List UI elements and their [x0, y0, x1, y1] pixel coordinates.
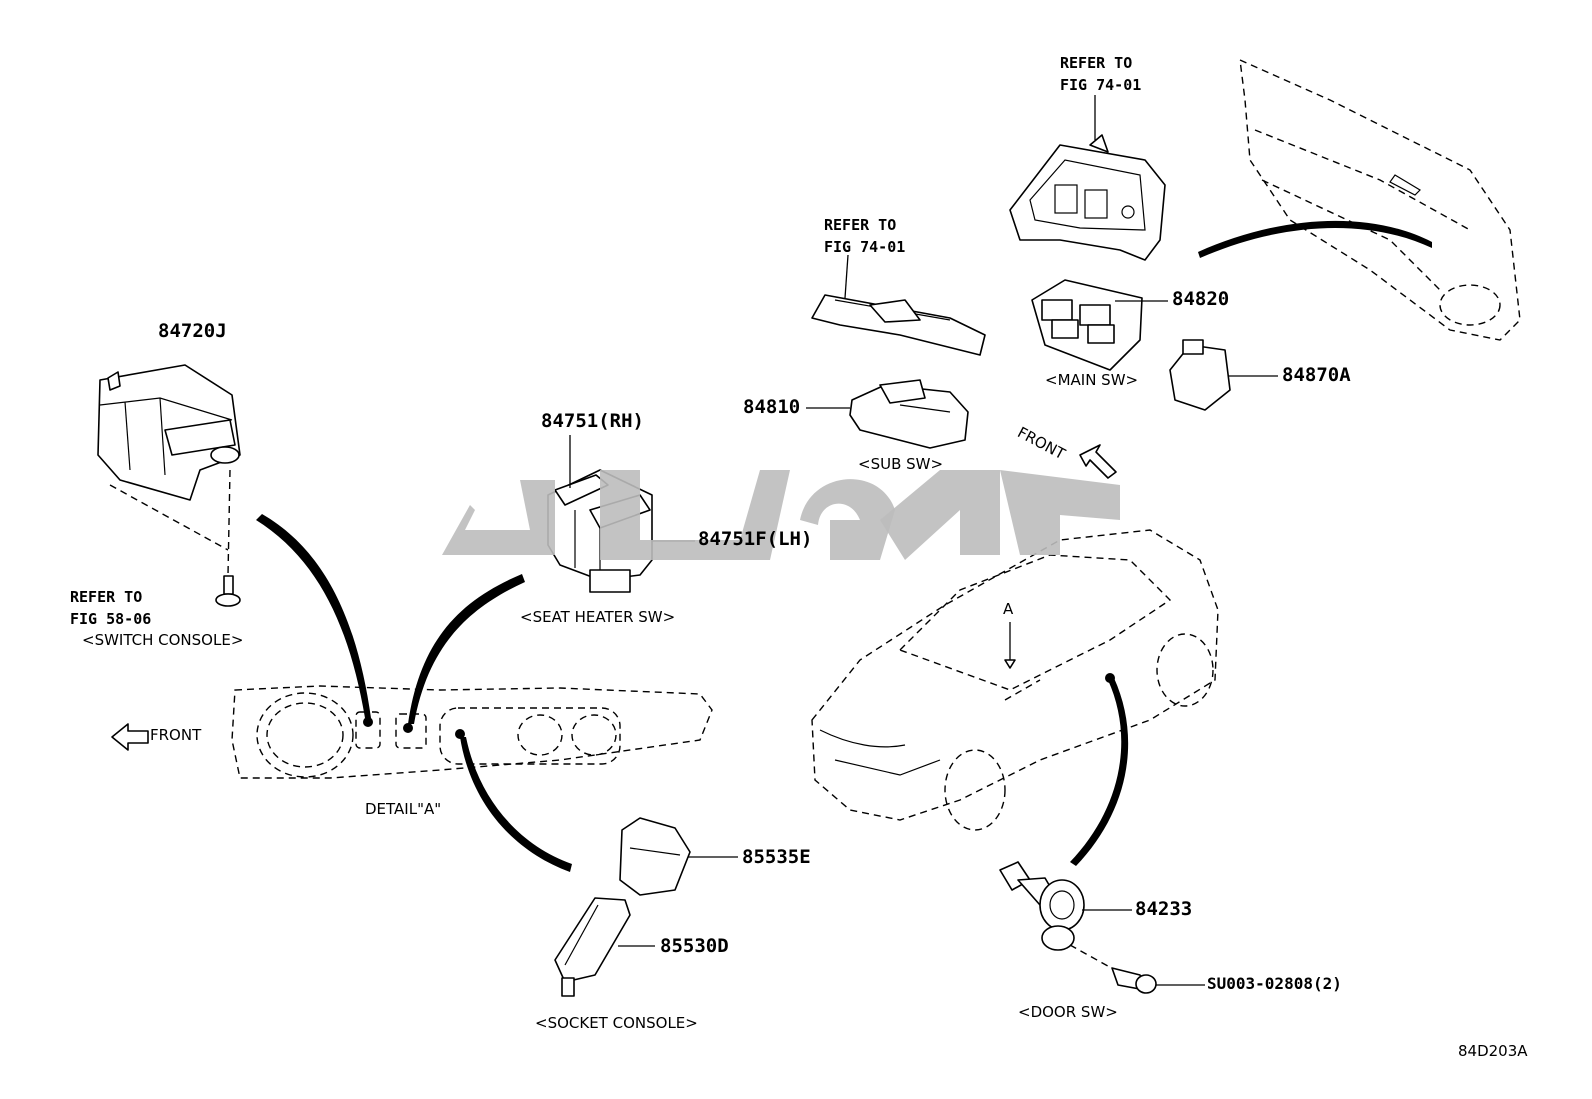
caption-main-sw: <MAIN SW> — [1045, 371, 1139, 389]
part-number-84751-rh: 84751(RH) — [541, 410, 644, 432]
watermark-logo — [442, 470, 1120, 560]
refer-fig-74-01-top: REFER TO FIG 74-01 — [1060, 54, 1142, 94]
caption-detail-a: DETAIL"A" — [365, 800, 442, 818]
caption-sub-sw: <SUB SW> — [858, 455, 944, 473]
caption-door-sw: <DOOR SW> — [1018, 1003, 1118, 1021]
cigarette-lighter-part — [554, 897, 631, 997]
part-number-85535E: 85535E — [742, 846, 811, 868]
mirror-switch-part — [1169, 339, 1231, 411]
window-trim-part — [811, 294, 986, 356]
front-arrow-icon — [111, 723, 149, 751]
part-number-84233: 84233 — [1135, 898, 1193, 920]
bolt-icon — [1111, 967, 1157, 994]
door-trim-part — [1239, 58, 1521, 341]
main-switch-part — [1031, 279, 1143, 371]
socket-part — [619, 817, 691, 896]
sub-switch-part — [849, 379, 969, 449]
screw-icon — [215, 575, 241, 607]
front-label-left: FRONT — [150, 726, 202, 744]
refer-fig-58-06: REFER TO FIG 58-06 — [70, 588, 152, 628]
part-number-84870A: 84870A — [1282, 364, 1351, 386]
part-number-su003-02808: SU003-02808(2) — [1207, 974, 1342, 993]
car-outline — [811, 529, 1219, 831]
part-number-84720J: 84720J — [158, 320, 227, 342]
arrow-a-label: A — [1003, 600, 1014, 618]
switch-console-part — [97, 364, 241, 501]
refer-fig-74-01-mid: REFER TO FIG 74-01 — [824, 216, 906, 256]
part-number-84810: 84810 — [743, 396, 801, 418]
door-switch-part — [999, 861, 1085, 951]
part-number-84751f-lh: 84751F(LH) — [698, 528, 813, 550]
caption-switch-console: <SWITCH CONSOLE> — [82, 631, 244, 649]
part-number-84820: 84820 — [1172, 288, 1230, 310]
front-car-arrow-icon — [1079, 444, 1117, 479]
door-bezel-part — [1009, 134, 1166, 261]
figure-code: 84D203A — [1458, 1042, 1528, 1060]
caption-seat-heater-sw: <SEAT HEATER SW> — [520, 608, 676, 626]
part-number-85530D: 85530D — [660, 935, 729, 957]
caption-socket-console: <SOCKET CONSOLE> — [535, 1014, 698, 1032]
center-console-detail — [231, 685, 713, 779]
